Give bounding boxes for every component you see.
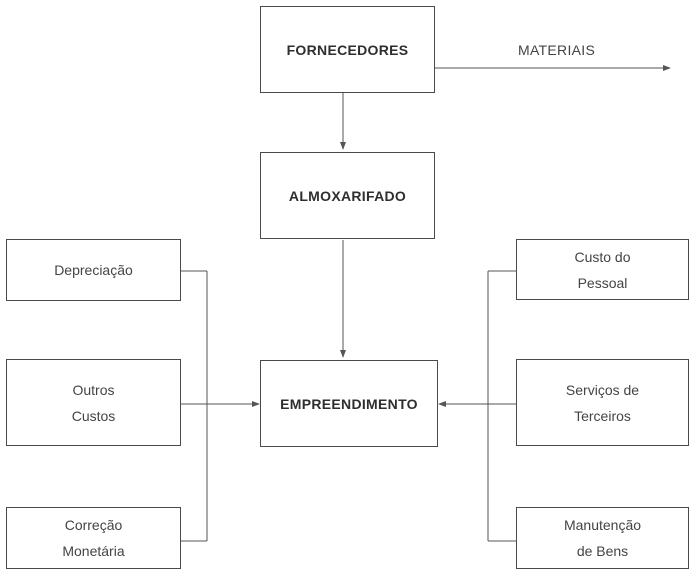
node-servicos-terceiros-line1: Serviços de	[565, 381, 640, 398]
node-correcao-monetaria-line1: Correção	[64, 517, 123, 533]
node-manutencao-bens-line2: de Bens	[576, 543, 629, 559]
node-outros-custos-line1: Outros	[72, 381, 115, 398]
node-correcao-monetaria: Correção Monetária	[6, 507, 181, 569]
node-almoxarifado: ALMOXARIFADO	[260, 152, 435, 239]
node-manutencao-bens: Manutenção de Bens	[516, 507, 689, 569]
node-servicos-terceiros-line2: Terceiros	[574, 407, 631, 424]
node-custo-pessoal-line2: Pessoal	[577, 274, 628, 291]
node-manutencao-bens-line1: Manutenção	[563, 517, 642, 533]
edge-label-materiais: MATERIAIS	[518, 42, 596, 58]
node-custo-pessoal-line1: Custo do	[574, 248, 631, 265]
node-almoxarifado-label: ALMOXARIFADO	[288, 187, 407, 204]
left-bracket	[181, 270, 208, 542]
node-correcao-monetaria-line2: Monetária	[62, 543, 125, 559]
node-depreciacao: Depreciação	[6, 239, 181, 301]
node-custo-pessoal: Custo do Pessoal	[516, 239, 689, 300]
right-bracket	[487, 270, 516, 542]
node-empreendimento: EMPREENDIMENTO	[260, 360, 438, 447]
node-fornecedores-label: FORNECEDORES	[286, 41, 409, 58]
node-depreciacao-label: Depreciação	[54, 262, 133, 278]
node-servicos-terceiros: Serviços de Terceiros	[516, 359, 689, 446]
node-outros-custos-line2: Custos	[71, 407, 116, 424]
node-fornecedores: FORNECEDORES	[260, 6, 435, 93]
node-empreendimento-label: EMPREENDIMENTO	[280, 395, 418, 412]
node-outros-custos: Outros Custos	[6, 359, 181, 446]
